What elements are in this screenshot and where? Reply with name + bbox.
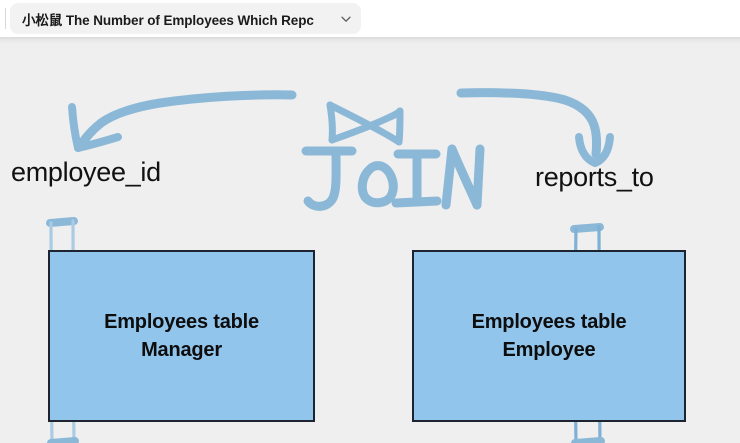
tab-strip: 小松鼠 The Number of Employees Which Repc — [0, 0, 740, 37]
curved-arrow-down-icon — [456, 88, 614, 167]
ink-layer — [46, 88, 614, 443]
field-label-employee-id: employee_id — [11, 157, 161, 187]
chevron-down-icon[interactable] — [337, 10, 355, 28]
table-box-role: Manager — [141, 339, 222, 361]
table-box-role: Employee — [502, 339, 596, 361]
field-label-reports-to: reports_to — [535, 162, 654, 192]
tab-title: 小松鼠 The Number of Employees Which Repc — [22, 12, 314, 28]
table-box-title: Employees table — [104, 310, 259, 333]
whiteboard-canvas[interactable]: employee_id reports_to Employees table M… — [0, 37, 740, 443]
table-box-title: Employees table — [471, 310, 627, 333]
curved-arrow-left-icon — [68, 90, 297, 152]
join-text-ink — [301, 144, 485, 211]
tab-active[interactable]: 小松鼠 The Number of Employees Which Repc — [10, 3, 361, 34]
tab-strip-divider — [5, 8, 6, 29]
table-box-employee[interactable]: Employees table Employee — [412, 250, 686, 422]
bowtie-join-icon — [326, 101, 404, 146]
table-box-manager[interactable]: Employees table Manager — [48, 250, 315, 422]
